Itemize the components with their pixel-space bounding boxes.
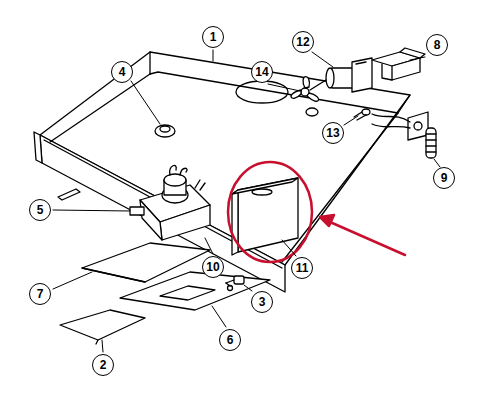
leader-lines xyxy=(53,50,440,352)
callout-number: 8 xyxy=(426,34,448,56)
terminal-block xyxy=(372,112,436,158)
cover-sheet xyxy=(60,310,145,344)
callout-number: 1 xyxy=(202,26,224,48)
callout-number: 13 xyxy=(322,122,344,144)
highlight xyxy=(228,162,405,262)
callout-number: 6 xyxy=(219,329,241,351)
pin xyxy=(226,276,244,286)
mounting-plate xyxy=(120,272,270,310)
callout-number: 7 xyxy=(29,283,51,305)
callout-number: 3 xyxy=(251,291,273,313)
tray xyxy=(34,52,410,292)
callout-number: 4 xyxy=(111,61,133,83)
access-panel xyxy=(232,178,298,255)
callout-number: 9 xyxy=(433,167,455,189)
grommet xyxy=(155,125,175,137)
callout-number: 10 xyxy=(202,256,224,278)
timer-switch xyxy=(130,165,210,240)
callout-number: 2 xyxy=(92,354,114,376)
callout-number: 14 xyxy=(251,61,273,83)
screw xyxy=(354,109,370,120)
callout-number: 12 xyxy=(292,31,314,53)
callout-number: 5 xyxy=(29,199,51,221)
fan-motor xyxy=(310,58,372,92)
motor-bracket xyxy=(372,48,425,80)
callout-number: 11 xyxy=(291,257,313,279)
fan-blade xyxy=(291,77,319,102)
